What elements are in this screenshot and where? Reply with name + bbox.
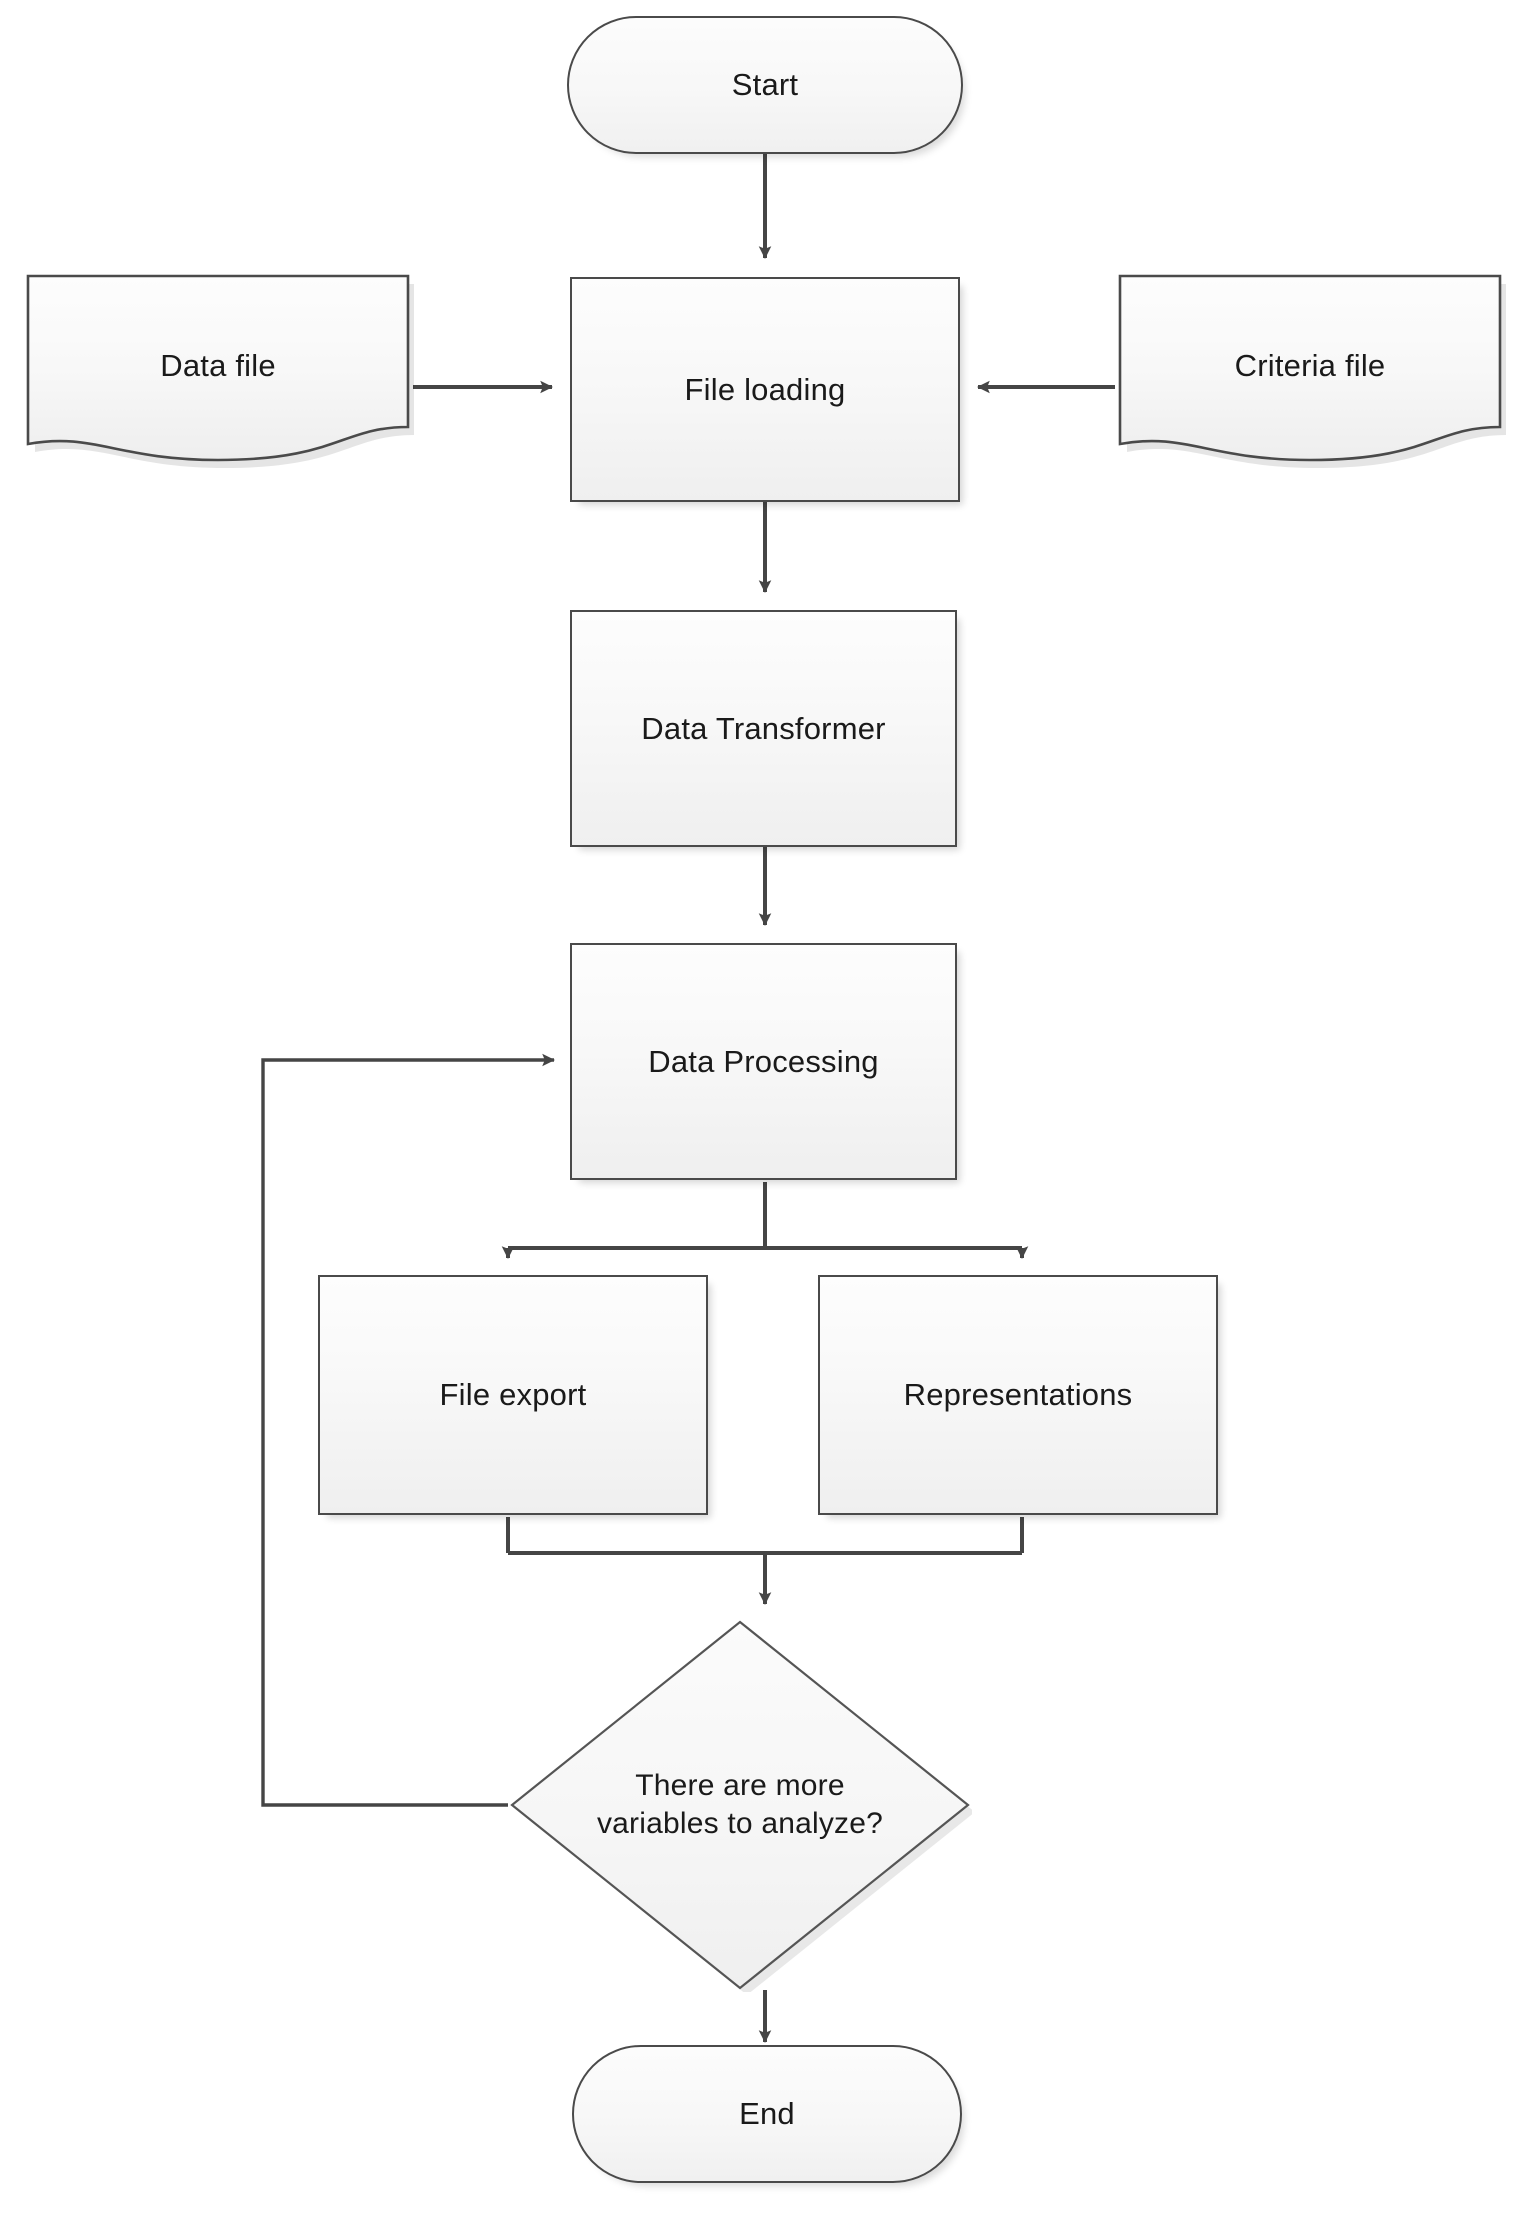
document-shape-icon: [1118, 274, 1506, 468]
node-representations[interactable]: Representations: [818, 1275, 1218, 1515]
node-end-label: End: [739, 2096, 795, 2132]
node-criteria-file-label: Criteria file: [1234, 347, 1386, 383]
node-data-file[interactable]: Data file: [22, 272, 414, 487]
node-start-label: Start: [731, 67, 799, 103]
node-representations-label: Representations: [903, 1377, 1133, 1413]
node-end[interactable]: End: [572, 2045, 962, 2183]
node-decision-label: There are more variables to analyze?: [596, 1768, 884, 1840]
edge-decision-loop-back-to-data-processing: [261, 1053, 555, 1807]
node-data-processing-label: Data Processing: [648, 1043, 879, 1079]
node-start[interactable]: Start: [567, 16, 963, 154]
edge-data-processing-split-bar: [508, 1182, 1022, 1250]
node-data-transformer[interactable]: Data Transformer: [570, 610, 957, 847]
node-data-file-label: Data file: [160, 347, 276, 383]
node-decision[interactable]: There are more variables to analyze?: [508, 1618, 972, 1992]
diamond-shape-icon: [510, 1620, 972, 1992]
edge-merge-bar: [506, 1517, 1024, 1555]
node-criteria-file[interactable]: Criteria file: [1114, 272, 1506, 487]
node-file-loading[interactable]: File loading: [570, 277, 960, 502]
node-file-export-label: File export: [439, 1377, 587, 1413]
document-shape-icon: [26, 274, 414, 468]
node-file-export[interactable]: File export: [318, 1275, 708, 1515]
node-file-loading-label: File loading: [684, 371, 846, 407]
node-data-transformer-label: Data Transformer: [641, 710, 886, 746]
node-data-processing[interactable]: Data Processing: [570, 943, 957, 1180]
